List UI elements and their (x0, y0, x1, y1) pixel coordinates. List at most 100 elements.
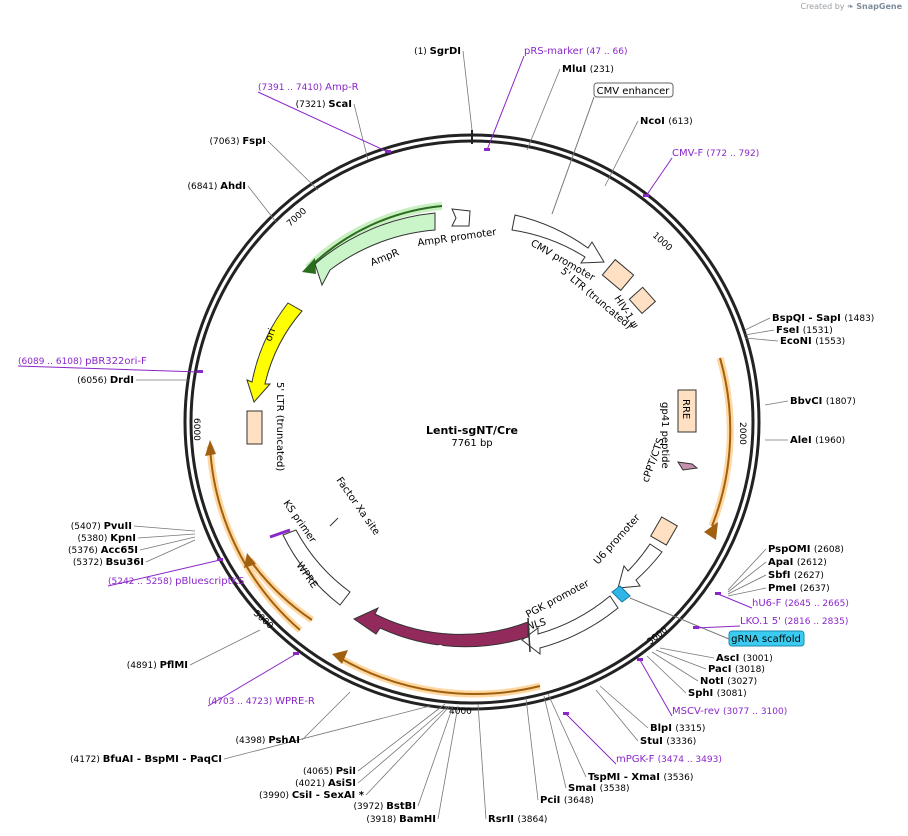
site-leader (727, 574, 767, 595)
site-label: PmeI (2637) (768, 583, 830, 594)
site-label: (4398) PshAI (236, 735, 300, 746)
factor-xa-marker (329, 517, 339, 527)
site-bfuai: (4172) BfuAI - BspMI - PaqCI (70, 705, 431, 765)
site-sgrdi: (1) SgrDI (414, 46, 473, 131)
tick-3000: 3000 (646, 625, 670, 647)
primer-leader (639, 659, 673, 717)
hiv-psi-feature (628, 286, 657, 315)
site-label: (1) SgrDI (414, 46, 461, 57)
site-leader (417, 705, 454, 807)
site-pflmi: (4891) PflMI (127, 629, 261, 671)
u6-arrow-feature (611, 585, 631, 603)
primer-leader (17, 365, 201, 373)
primer-hu6-f: hU6-F (2645 .. 2665) (715, 592, 849, 609)
site-scai: (7321) ScaI (296, 99, 369, 161)
site-leader (139, 536, 196, 551)
site-leader (599, 685, 649, 729)
primer-mscv-rev: MSCV-rev (3077 .. 3100) (637, 658, 787, 717)
site-blpi: BlpI (3315) (599, 685, 705, 734)
site-label: (3972) BstBI (354, 801, 417, 812)
primer-prs-marker: pRS-marker (47 .. 66) (484, 46, 627, 151)
site-smai: SmaI (3538) (543, 695, 630, 794)
site-leader (744, 317, 771, 331)
primer-label: mPGK-F (3474 .. 3493) (616, 754, 722, 765)
site-leader (744, 329, 775, 336)
site-label: (5380) KpnI (77, 533, 136, 544)
pgk-promoter-feature (521, 595, 619, 656)
site-leader (223, 705, 431, 760)
primer-label: (7391 .. 7410) Amp-R (258, 82, 359, 93)
site-bstbi: (3972) BstBI (354, 705, 454, 812)
site-leader (189, 629, 261, 666)
cmv-enhancer-leader (551, 96, 595, 215)
site-leader (764, 400, 789, 406)
cre-sv40-boundary (527, 617, 531, 653)
primer-label: (5242 .. 5258) pBluescriptKS (108, 576, 244, 587)
site-leader (526, 68, 561, 151)
pgk-label: PGK promoter (524, 578, 592, 621)
site-ncoi: NcoI (613) (604, 116, 693, 187)
bottom-orf-line (339, 657, 541, 696)
site-econi: EcoNI (1553) (744, 336, 845, 347)
primer-mark (563, 712, 569, 715)
site-label: (3990) CsiI - SexAI * (259, 790, 365, 801)
ks-primer-marker (269, 528, 291, 539)
site-leader (365, 705, 451, 796)
left-orf-outer-arrowhead (205, 440, 216, 456)
factor-xa-label: Factor Xa site (334, 475, 382, 537)
ampr-outer-line (309, 205, 443, 268)
site-label: (3918) BamHI (366, 814, 436, 825)
site-pspomi: PspOMI (2608) (727, 544, 844, 591)
grna-scaffold-leader (629, 597, 730, 640)
primer-mark (715, 592, 721, 595)
site-bamhi: (3918) BamHI (366, 705, 459, 825)
ampr-feature (314, 212, 436, 287)
bottom-orf-arrowhead (332, 650, 348, 664)
ori-feature (246, 302, 303, 403)
primer-label: (4703 .. 4723) WPRE-R (208, 696, 315, 707)
site-acc65i: (5376) Acc65I (68, 536, 196, 556)
tick-2000: 2000 (737, 422, 747, 445)
primer-mark (643, 194, 649, 197)
u6-promoter-feature (617, 543, 663, 589)
site-label: NcoI (613) (640, 116, 693, 127)
plasmid-size: 7761 bp (451, 438, 492, 449)
site-leader (247, 185, 277, 223)
tick-6000: 6000 (191, 418, 201, 441)
ori-label: ori (263, 327, 278, 343)
ltr-left-feature (246, 410, 263, 445)
site-paci: PacI (3018) (655, 649, 765, 675)
ltr-right-feature (601, 258, 635, 292)
site-leader (477, 703, 487, 820)
site-label: RsrII (3864) (488, 814, 547, 825)
site-label: (5372) Bsu36I (73, 557, 144, 568)
site-label: BspQI - SapI (1483) (772, 313, 874, 324)
site-label: PacI (3018) (708, 664, 765, 675)
site-leader (604, 120, 639, 187)
right-orf-arrowhead (704, 522, 718, 540)
site-label: FseI (1531) (776, 325, 833, 336)
site-label: PciI (3648) (540, 795, 594, 806)
site-label: PspOMI (2608) (768, 544, 844, 555)
site-sphi: SphI (3081) (646, 655, 747, 699)
primer-leader (717, 593, 753, 609)
site-stui: StuI (3336) (595, 689, 696, 747)
tick-4000: 4000 (449, 707, 472, 717)
site-leader (595, 689, 639, 742)
badge-brand: SnapGene (856, 2, 902, 11)
site-bsu36i: (5372) Bsu36I (73, 539, 196, 568)
site-label: AscI (3001) (716, 653, 773, 664)
site-ahdi: (6841) AhdI (187, 181, 277, 223)
primer-pbluescriptks: (5242 .. 5258) pBluescriptKS (107, 558, 244, 587)
gp41-label: gp41 peptide (659, 402, 670, 469)
site-leader (357, 705, 449, 784)
site-leader (547, 693, 587, 778)
site-leader (133, 525, 196, 532)
snapgene-badge: Created by ❧ SnapGene (800, 2, 902, 11)
site-bspqi: BspQI - SapI (1483) (744, 313, 874, 331)
site-apai: ApaI (2612) (727, 557, 827, 593)
site-leader (267, 140, 319, 191)
site-label: SmaI (3538) (568, 783, 630, 794)
